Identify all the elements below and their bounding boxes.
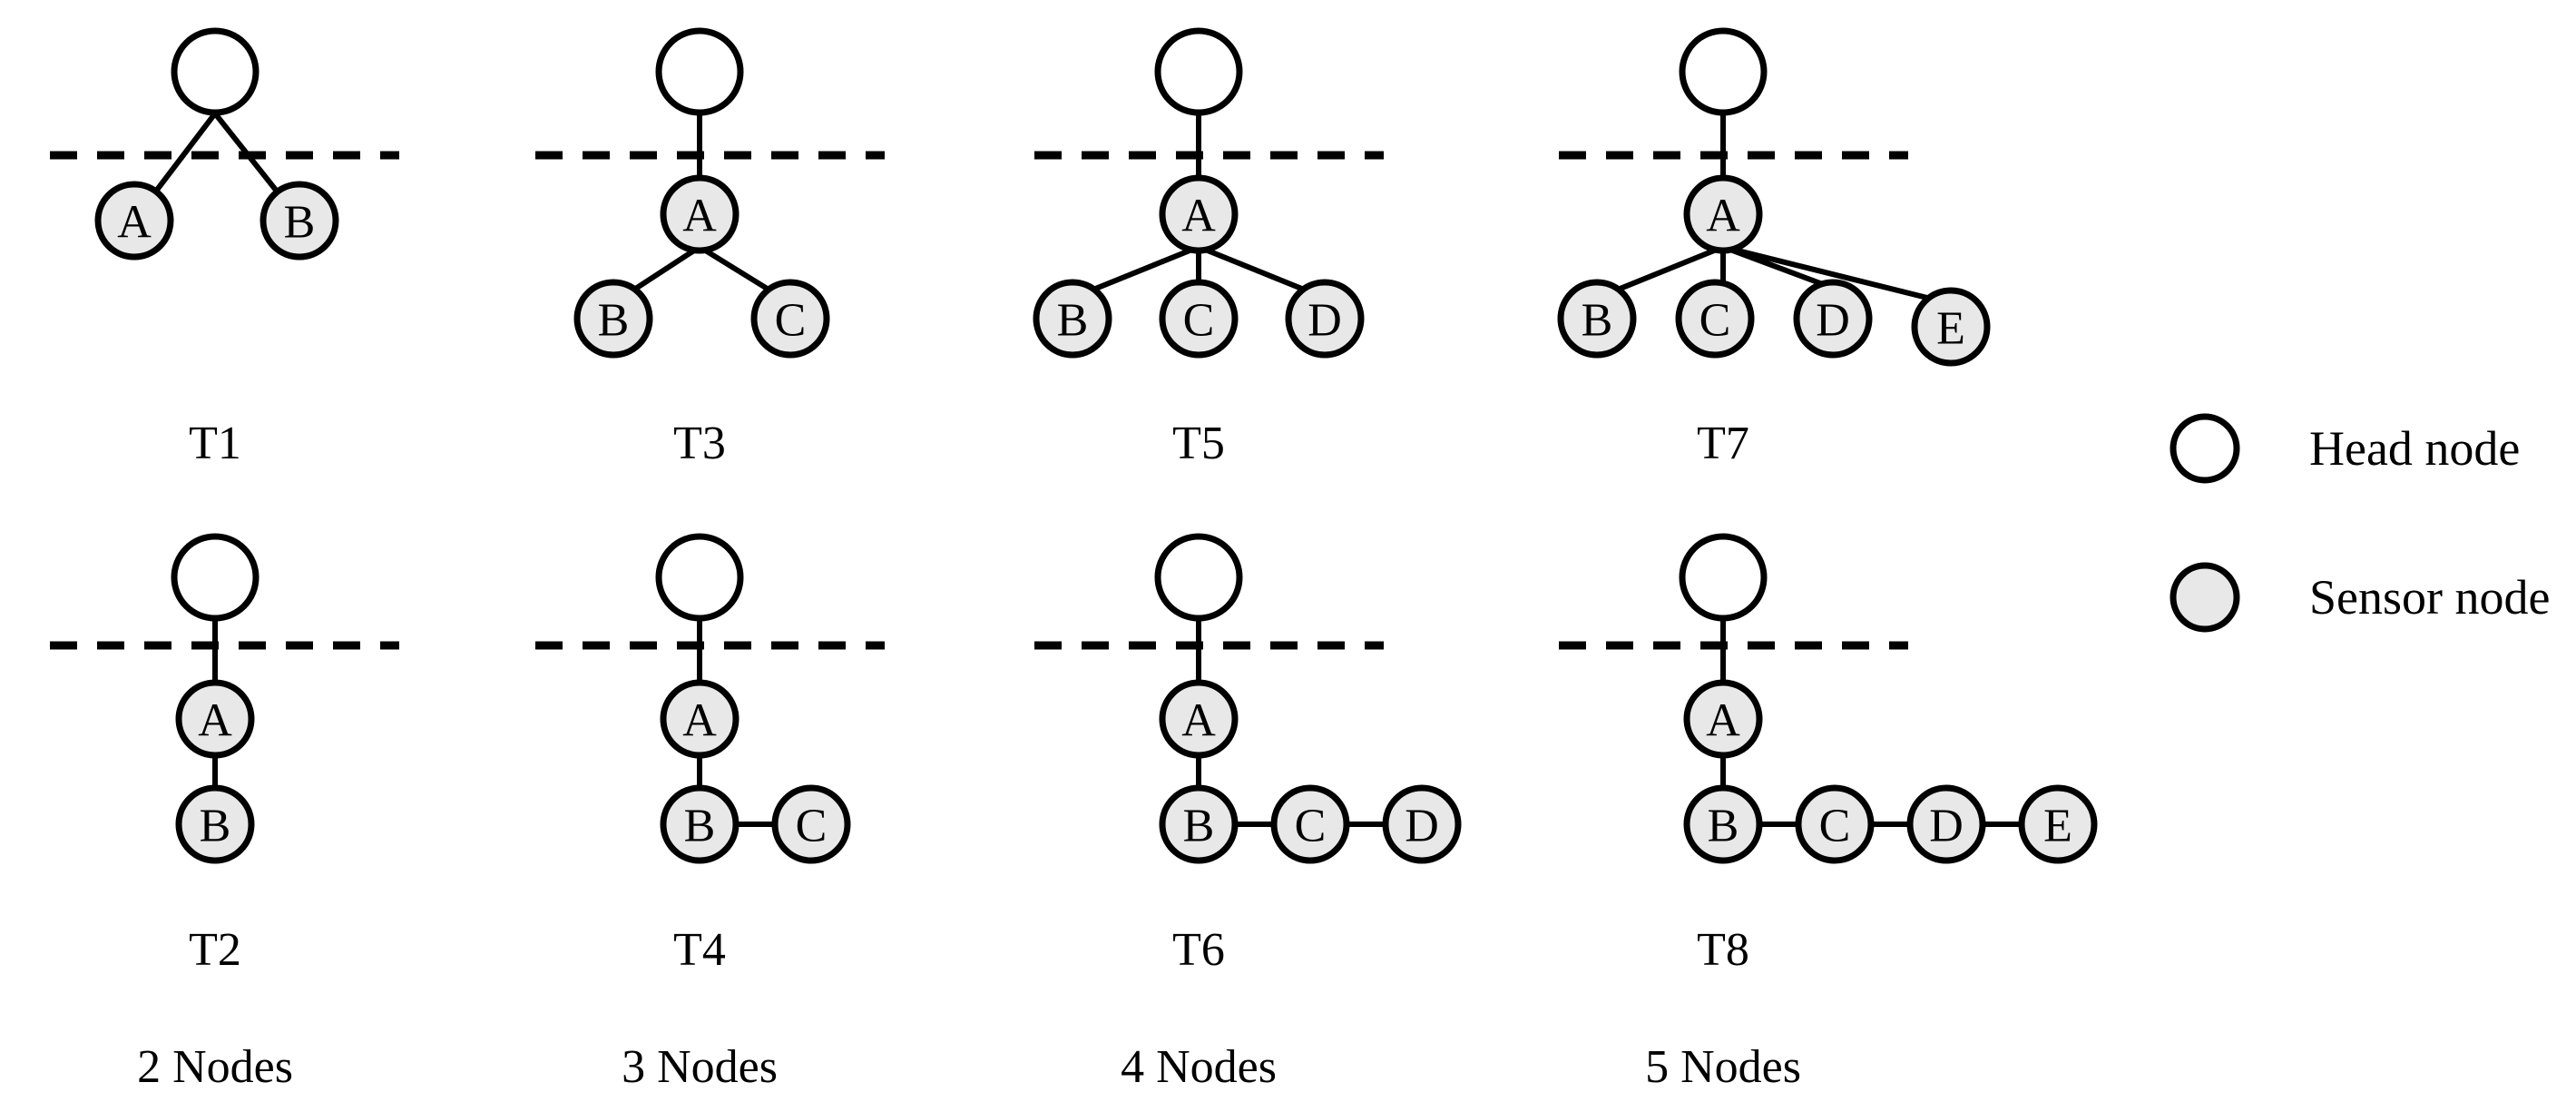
sensor-node-E-label-t8: E bbox=[2043, 801, 2072, 852]
sensor-node-A-t3[interactable] bbox=[660, 174, 739, 254]
edge-A-to-D-t5 bbox=[1197, 244, 1319, 298]
tree-T1: A B T1 bbox=[50, 27, 399, 469]
column-caption-2-nodes: 2 Nodes bbox=[137, 1041, 293, 1093]
head-node-t6[interactable] bbox=[1154, 533, 1243, 622]
sensor-node-A-label-t5: A bbox=[1181, 191, 1216, 242]
head-node-icon bbox=[2170, 413, 2240, 484]
sensor-node-D-t8[interactable] bbox=[1906, 784, 1986, 864]
tree-T7: A B C D E T7 bbox=[1557, 27, 1991, 469]
sensor-node-B-label-t8: B bbox=[1708, 801, 1739, 852]
sensor-node-A-t1[interactable] bbox=[94, 181, 174, 261]
sensor-node-C-t3[interactable] bbox=[750, 279, 830, 359]
legend-item-sensor-node: Sensor node bbox=[2170, 562, 2550, 633]
head-node-t2[interactable] bbox=[171, 533, 260, 622]
legend-label-sensor-node: Sensor node bbox=[2309, 570, 2550, 625]
tree-T3: A B C T3 bbox=[535, 27, 885, 469]
sensor-node-B-t1[interactable] bbox=[260, 181, 339, 261]
sensor-node-C-label-t8: C bbox=[1819, 801, 1851, 852]
sensor-node-B-label-t3: B bbox=[598, 295, 630, 347]
tree-T5: A B C D T5 bbox=[1033, 27, 1384, 469]
tree-caption-T6: T6 bbox=[1172, 924, 1225, 976]
sensor-node-C-label-t5: C bbox=[1183, 295, 1215, 347]
sensor-node-C-t4[interactable] bbox=[771, 784, 851, 864]
sensor-node-C-t6[interactable] bbox=[1270, 784, 1350, 864]
sensor-node-C-t7[interactable] bbox=[1675, 279, 1755, 359]
sensor-node-D-label-t6: D bbox=[1405, 801, 1439, 852]
sensor-node-A-label-t1: A bbox=[117, 197, 152, 249]
sensor-node-E-label-t7: E bbox=[1936, 303, 1965, 355]
sensor-node-A-label-t3: A bbox=[682, 191, 717, 242]
sensor-node-A-label-t6: A bbox=[1181, 695, 1216, 747]
tree-caption-T1: T1 bbox=[189, 418, 241, 469]
sensor-node-C-label-t7: C bbox=[1699, 295, 1731, 347]
sensor-node-C-label-t3: C bbox=[775, 295, 807, 347]
column-caption-3-nodes: 3 Nodes bbox=[622, 1041, 778, 1093]
tree-T4: A B C T4 3 Nodes bbox=[535, 533, 885, 1093]
head-node-t7[interactable] bbox=[1679, 27, 1768, 116]
sensor-node-A-t7[interactable] bbox=[1683, 174, 1763, 254]
sensor-node-B-label-t5: B bbox=[1057, 295, 1089, 347]
sensor-node-B-t8[interactable] bbox=[1683, 784, 1763, 864]
sensor-node-A-label-t7: A bbox=[1706, 191, 1740, 242]
head-node-t8[interactable] bbox=[1679, 533, 1768, 622]
tree-T8: A B C D E T8 5 Nodes bbox=[1559, 533, 2098, 1093]
sensor-node-B-label-t6: B bbox=[1183, 801, 1215, 852]
sensor-node-B-t7[interactable] bbox=[1557, 279, 1637, 359]
sensor-node-A-t8[interactable] bbox=[1683, 679, 1763, 759]
sensor-node-D-label-t8: D bbox=[1929, 801, 1964, 852]
sensor-node-A-label-t2: A bbox=[198, 695, 232, 747]
sensor-node-B-label-t7: B bbox=[1582, 295, 1613, 347]
sensor-node-C-t5[interactable] bbox=[1159, 279, 1239, 359]
tree-caption-T4: T4 bbox=[673, 924, 726, 976]
legend: Head node Sensor node bbox=[2170, 413, 2550, 633]
sensor-node-A-label-t8: A bbox=[1706, 695, 1740, 747]
sensor-node-B-label-t1: B bbox=[284, 197, 316, 249]
sensor-node-C-label-t4: C bbox=[796, 801, 828, 852]
tree-caption-T3: T3 bbox=[673, 418, 726, 469]
sensor-node-B-t3[interactable] bbox=[573, 279, 653, 359]
sensor-node-D-t6[interactable] bbox=[1382, 784, 1462, 864]
sensor-node-icon bbox=[2170, 562, 2240, 633]
edge-A-to-E-t7 bbox=[1722, 244, 1954, 307]
tree-caption-T2: T2 bbox=[189, 924, 241, 976]
sensor-node-B-t2[interactable] bbox=[175, 784, 255, 864]
head-node-t3[interactable] bbox=[655, 27, 744, 116]
sensor-node-D-t5[interactable] bbox=[1285, 279, 1365, 359]
sensor-node-B-t6[interactable] bbox=[1159, 784, 1239, 864]
head-node-t4[interactable] bbox=[655, 533, 744, 622]
head-node-t5[interactable] bbox=[1154, 27, 1243, 116]
column-caption-5-nodes: 5 Nodes bbox=[1645, 1041, 1801, 1093]
sensor-node-E-t7[interactable] bbox=[1911, 287, 1991, 367]
sensor-node-C-t8[interactable] bbox=[1795, 784, 1875, 864]
sensor-node-B-label-t2: B bbox=[200, 801, 231, 852]
tree-T2: A B T2 2 Nodes bbox=[50, 533, 399, 1093]
sensor-node-B-t4[interactable] bbox=[660, 784, 739, 864]
sensor-node-B-label-t4: B bbox=[684, 801, 716, 852]
edge-A-to-B-t7 bbox=[1602, 244, 1725, 298]
sensor-node-E-t8[interactable] bbox=[2018, 784, 2098, 864]
sensor-node-D-label-t5: D bbox=[1308, 295, 1342, 347]
tree-T6: A B C D T6 4 Nodes bbox=[1034, 533, 1462, 1093]
tree-caption-T5: T5 bbox=[1172, 418, 1225, 469]
tree-caption-T8: T8 bbox=[1697, 924, 1749, 976]
sensor-node-D-t7[interactable] bbox=[1793, 279, 1873, 359]
head-node-t1[interactable] bbox=[171, 27, 260, 116]
column-caption-4-nodes: 4 Nodes bbox=[1121, 1041, 1277, 1093]
sensor-node-A-t6[interactable] bbox=[1159, 679, 1239, 759]
sensor-node-A-t2[interactable] bbox=[175, 679, 255, 759]
sensor-node-B-t5[interactable] bbox=[1033, 279, 1112, 359]
sensor-node-A-label-t4: A bbox=[682, 695, 717, 747]
tree-caption-T7: T7 bbox=[1697, 418, 1749, 469]
sensor-node-D-label-t7: D bbox=[1816, 295, 1850, 347]
legend-label-head-node: Head node bbox=[2309, 421, 2520, 476]
sensor-node-A-t4[interactable] bbox=[660, 679, 739, 759]
edge-A-to-B-t5 bbox=[1078, 244, 1200, 298]
sensor-node-C-label-t6: C bbox=[1295, 801, 1327, 852]
sensor-node-A-t5[interactable] bbox=[1159, 174, 1239, 254]
legend-item-head-node: Head node bbox=[2170, 413, 2520, 484]
